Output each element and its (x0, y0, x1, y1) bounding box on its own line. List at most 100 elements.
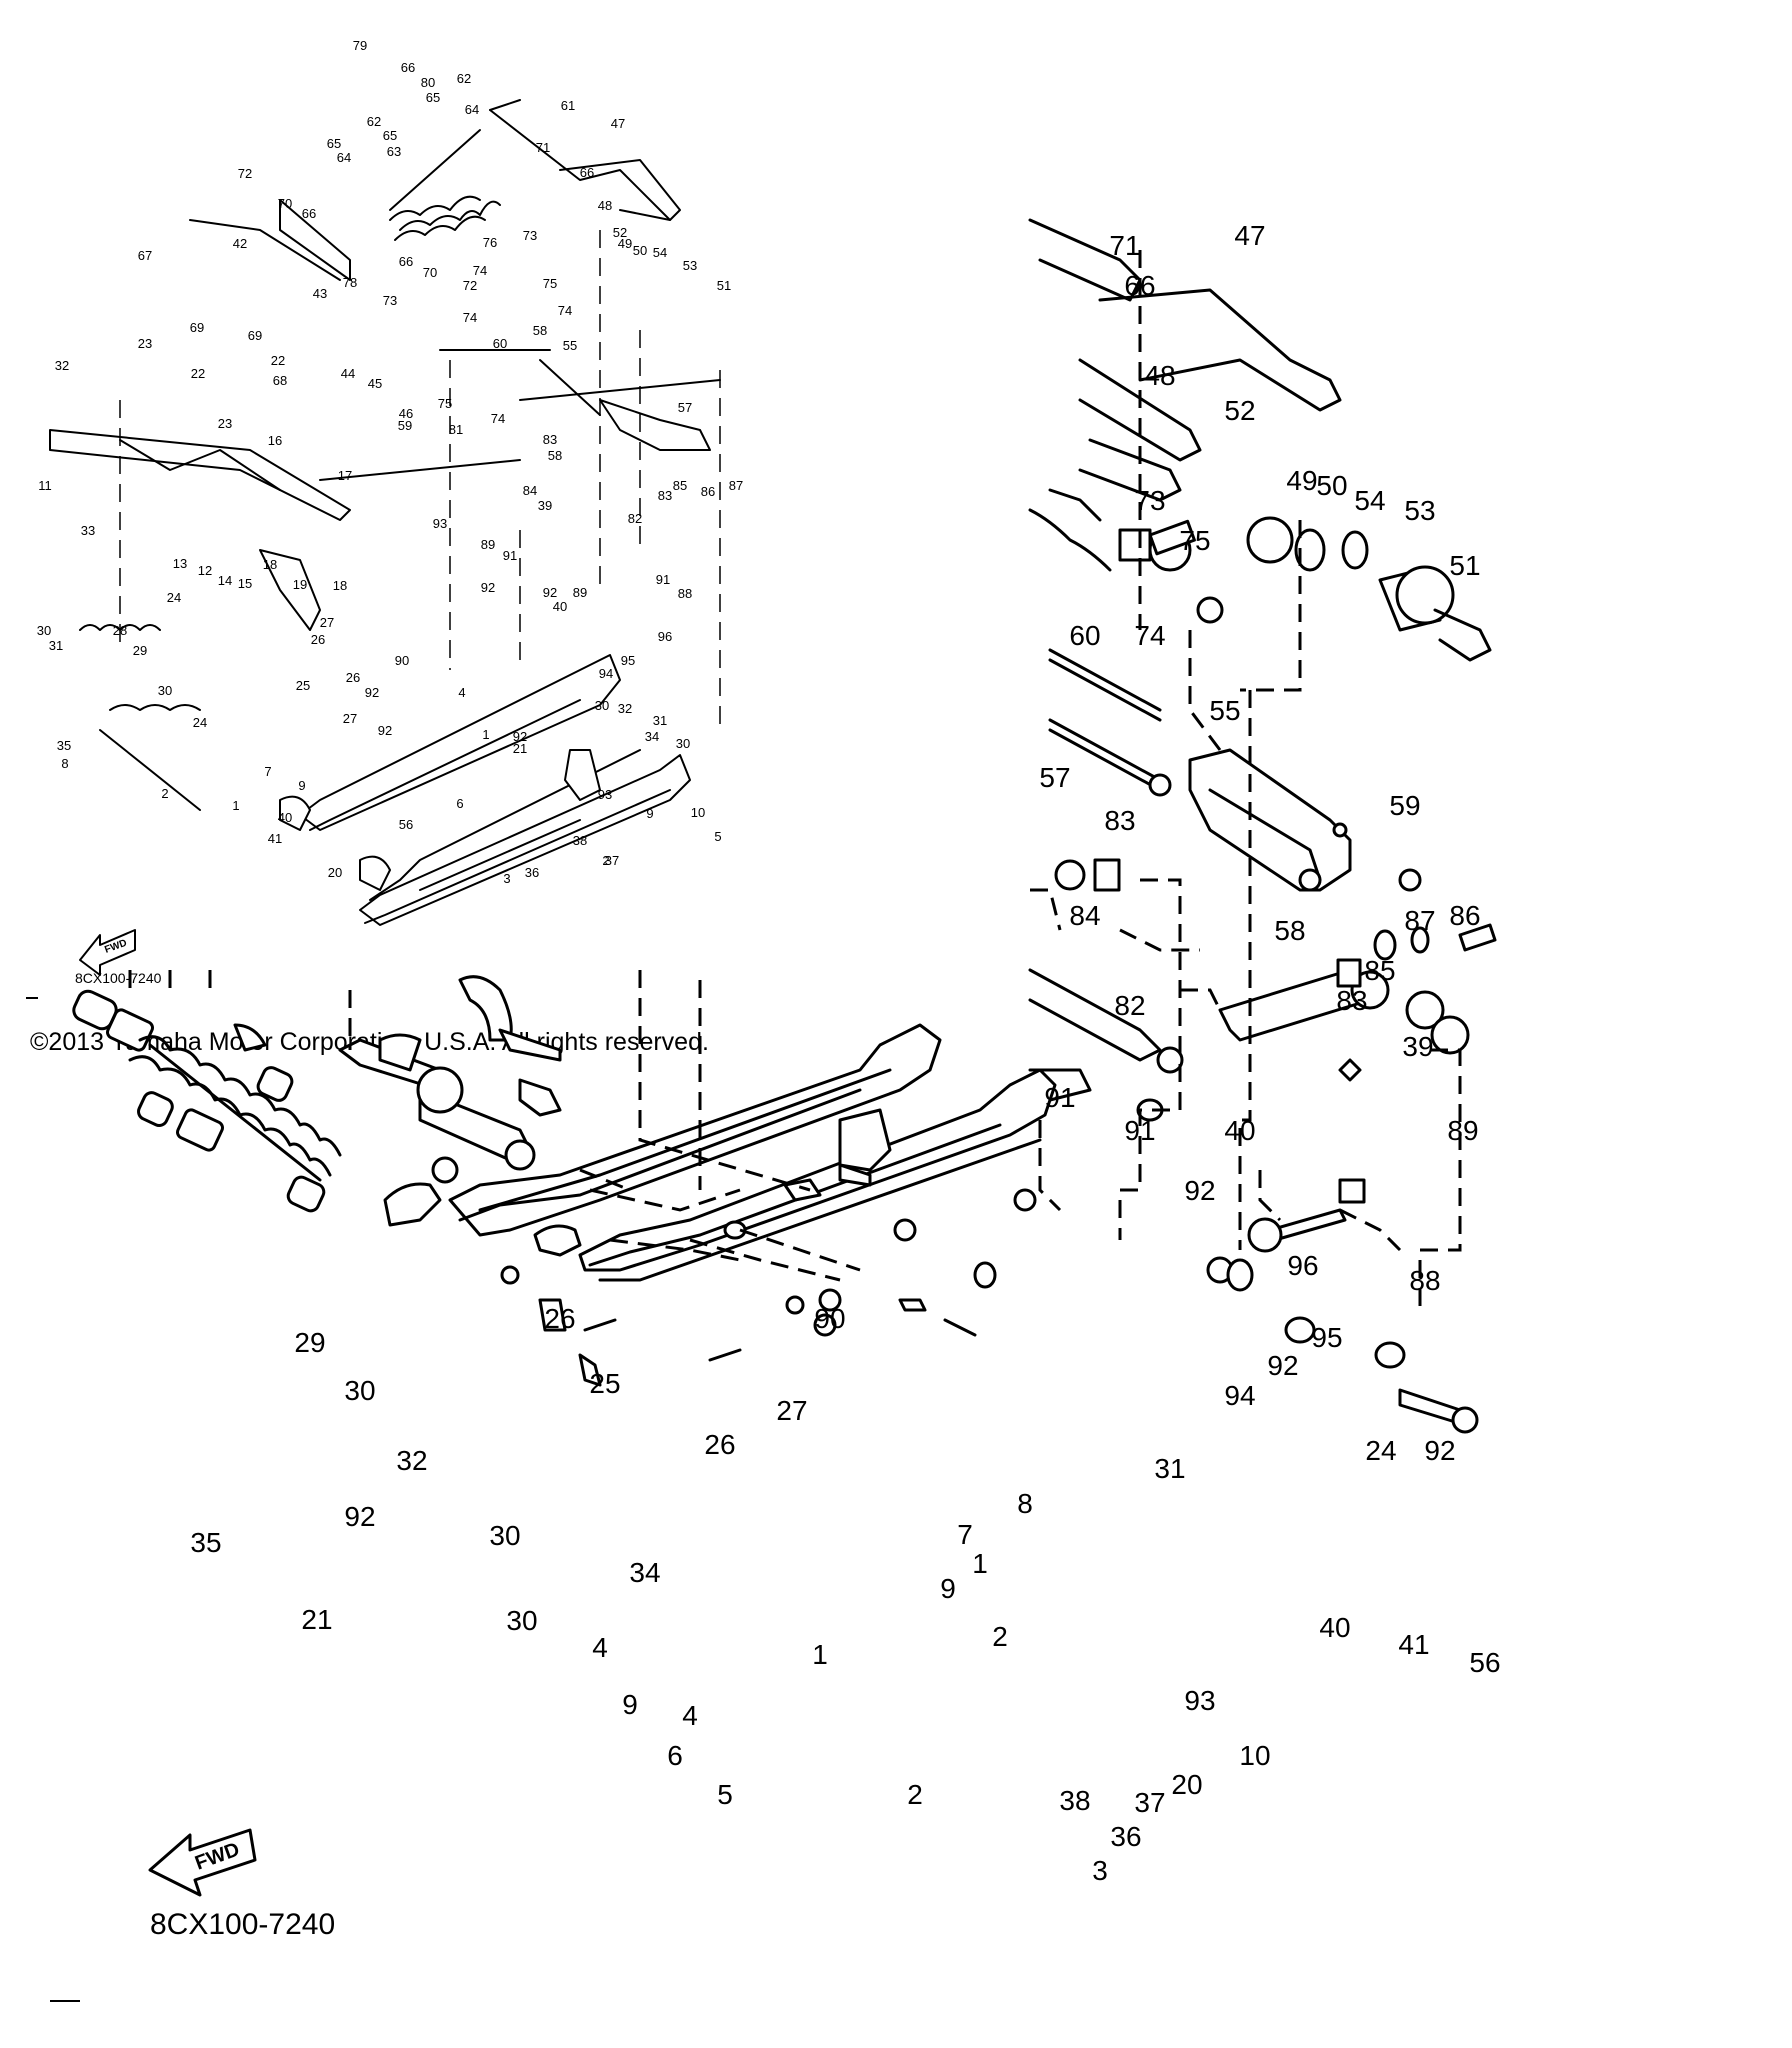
overview-callout-64: 64 (465, 102, 479, 117)
overview-callout-83: 83 (658, 488, 672, 503)
detail-callout-30: 30 (489, 1520, 520, 1551)
overview-callout-1: 1 (482, 727, 489, 742)
overview-callout-61: 61 (561, 98, 575, 113)
overview-callout-59: 59 (398, 418, 412, 433)
overview-callout-38: 38 (573, 833, 587, 848)
overview-callout-32: 32 (618, 701, 632, 716)
detail-callout-83: 83 (1104, 805, 1135, 836)
overview-callout-30: 30 (595, 698, 609, 713)
overview-callout-62: 62 (367, 114, 381, 129)
overview-callout-19: 19 (293, 577, 307, 592)
detail-callout-40: 40 (1319, 1612, 1350, 1643)
overview-callout-67: 67 (138, 248, 152, 263)
diagram-code-large: 8CX100-7240 (150, 1908, 336, 1941)
overview-callout-35: 35 (57, 738, 71, 753)
overview-callout-58: 58 (548, 448, 562, 463)
overview-callout-84: 84 (523, 483, 537, 498)
detail-callout-35: 35 (190, 1527, 221, 1558)
detail-callout-91: 91 (1044, 1082, 1075, 1113)
detail-callout-89: 89 (1447, 1115, 1478, 1146)
overview-callout-83: 83 (543, 432, 557, 447)
detail-callout-2: 2 (992, 1621, 1008, 1652)
overview-callout-40: 40 (553, 599, 567, 614)
overview-callout-34: 34 (645, 729, 659, 744)
fwd-arrow-icon: FWD (79, 929, 136, 976)
detail-callout-37: 37 (1134, 1787, 1165, 1818)
overview-callout-30: 30 (158, 683, 172, 698)
overview-callout-27: 27 (343, 711, 357, 726)
overview-callout-88: 88 (678, 586, 692, 601)
detail-callout-9: 9 (622, 1689, 638, 1720)
detail-callout-27: 27 (776, 1395, 807, 1426)
overview-callout-74: 74 (558, 303, 572, 318)
overview-callout-51: 51 (717, 278, 731, 293)
overview-callout-94: 94 (599, 666, 613, 681)
overview-callout-91: 91 (503, 548, 517, 563)
detail-callout-40: 40 (1224, 1115, 1255, 1146)
overview-callout-39: 39 (538, 498, 552, 513)
detail-callout-47: 47 (1234, 220, 1265, 251)
detail-callout-52: 52 (1224, 395, 1255, 426)
overview-callout-11: 11 (38, 478, 52, 493)
detail-callout-51: 51 (1449, 550, 1480, 581)
detail-callout-83: 83 (1336, 985, 1367, 1016)
overview-callout-9: 9 (646, 806, 653, 821)
detail-callout-2: 2 (907, 1779, 923, 1810)
overview-callout-92: 92 (365, 685, 379, 700)
overview-callout-95: 95 (621, 653, 635, 668)
detail-callout-30: 30 (506, 1605, 537, 1636)
detail-callout-88: 88 (1409, 1265, 1440, 1296)
detail-callout-96: 96 (1287, 1250, 1318, 1281)
overview-callout-66: 66 (401, 60, 415, 75)
overview-callout-31: 31 (49, 638, 63, 653)
overview-callout-2: 2 (602, 853, 609, 868)
overview-callout-52: 52 (613, 225, 627, 240)
overview-callout-81: 81 (449, 422, 463, 437)
overview-callout-26: 26 (346, 670, 360, 685)
overview-callout-62: 62 (457, 71, 471, 86)
detail-callout-30: 30 (344, 1375, 375, 1406)
detail-callout-24: 24 (1365, 1435, 1396, 1466)
overview-callout-57: 57 (678, 400, 692, 415)
detail-callout-3: 3 (1092, 1855, 1108, 1886)
overview-callout-26: 26 (311, 632, 325, 647)
overview-callout-37: 37 (605, 853, 619, 868)
detail-callout-54: 54 (1354, 485, 1385, 516)
overview-callout-91: 91 (656, 572, 670, 587)
detail-callout-41: 41 (1398, 1629, 1429, 1660)
detail-callout-7: 7 (957, 1519, 973, 1550)
overview-callout-71: 71 (536, 140, 550, 155)
overview-callout-2: 2 (161, 786, 168, 801)
overview-callout-72: 72 (238, 166, 252, 181)
overview-callout-85: 85 (673, 478, 687, 493)
overview-callout-3: 3 (503, 871, 510, 886)
detail-callout-1: 1 (812, 1639, 828, 1670)
detail-callout-93: 93 (1184, 1685, 1215, 1716)
detail-callout-59: 59 (1389, 790, 1420, 821)
overview-callout-69: 69 (248, 328, 262, 343)
overview-callout-27: 27 (320, 615, 334, 630)
overview-callout-69: 69 (190, 320, 204, 335)
detail-callout-32: 32 (396, 1445, 427, 1476)
overview-callout-23: 23 (218, 416, 232, 431)
overview-callout-68: 68 (273, 373, 287, 388)
overview-callout-89: 89 (481, 537, 495, 552)
detail-callout-84: 84 (1069, 900, 1100, 931)
overview-callout-4: 4 (458, 685, 465, 700)
overview-callout-65: 65 (426, 90, 440, 105)
overview-callout-25: 25 (296, 678, 310, 693)
overview-callout-32: 32 (55, 358, 69, 373)
overview-callout-75: 75 (543, 276, 557, 291)
overview-callout-92: 92 (378, 723, 392, 738)
overview-callout-43: 43 (313, 286, 327, 301)
detail-callout-82: 82 (1114, 990, 1145, 1021)
diagram-code-small: 8CX100-7240 (75, 970, 162, 986)
overview-callout-40: 40 (278, 810, 292, 825)
overview-callout-14: 14 (218, 573, 232, 588)
overview-callout-53: 53 (683, 258, 697, 273)
overview-callout-42: 42 (233, 236, 247, 251)
overview-callout-60: 60 (493, 336, 507, 351)
detail-callout-60: 60 (1069, 620, 1100, 651)
detail-callout-36: 36 (1110, 1821, 1141, 1852)
overview-callout-73: 73 (383, 293, 397, 308)
